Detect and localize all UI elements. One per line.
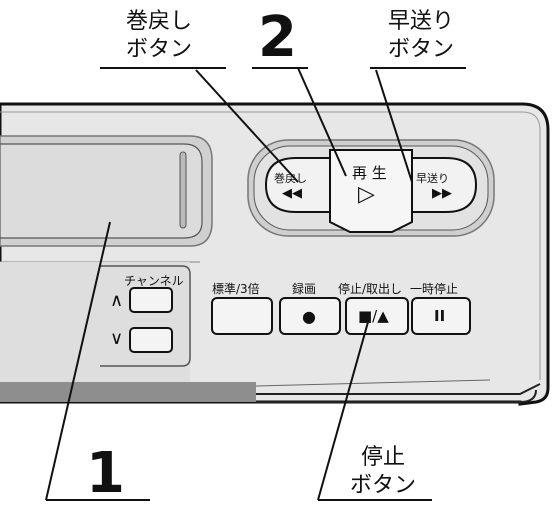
ff-callout-line2: ボタン <box>387 37 454 62</box>
stop-eject-icon: ■/▲ <box>358 307 389 325</box>
callout-number-2: 2 <box>258 5 297 70</box>
rewind-button[interactable]: 巻戻し ◀◀ <box>266 158 330 212</box>
rewind-callout-line1: 巻戻し <box>125 9 192 34</box>
channel-down-button[interactable] <box>130 328 172 352</box>
channel-down-shape <box>129 327 173 353</box>
rewind-icon: ◀◀ <box>282 186 302 201</box>
ff-callout-line1: 早送り <box>387 9 454 34</box>
ff-callout: 早送り ボタン <box>366 8 476 64</box>
rewind-button-label: 巻戻し <box>274 172 307 185</box>
bottom-strip <box>0 382 256 402</box>
chevron-up-icon: ∧ <box>110 290 124 311</box>
record-button-shape <box>279 297 341 335</box>
rewind-callout: 巻戻し ボタン <box>104 8 214 64</box>
speed-label: 標準/3倍 <box>212 282 260 296</box>
record-button[interactable]: ● <box>280 298 340 334</box>
callout-number-1: 1 <box>86 441 125 506</box>
pause-button[interactable]: II <box>412 298 470 334</box>
pause-icon: II <box>434 307 446 325</box>
speed-button[interactable] <box>212 298 272 334</box>
play-icon: ▷ <box>358 182 375 207</box>
ff-button-shape <box>411 157 478 213</box>
callout-lines <box>45 67 466 501</box>
stop-eject-button[interactable]: ■/▲ <box>346 298 408 334</box>
channel-label: チャンネル <box>124 274 184 288</box>
channel-panel-frame <box>100 265 191 367</box>
play-button-shape <box>329 149 413 233</box>
record-icon: ● <box>302 307 316 326</box>
speed-button-shape <box>211 297 273 335</box>
fast-forward-button[interactable]: 早送り ▶▶ <box>412 158 476 212</box>
play-button-label: 再 生 <box>352 164 387 182</box>
chevron-down-icon: ∨ <box>110 328 124 349</box>
channel-up-button[interactable] <box>130 288 172 312</box>
record-label: 録画 <box>292 282 317 296</box>
rewind-callout-line2: ボタン <box>125 37 192 62</box>
stop-button-shape <box>345 297 409 335</box>
pause-label: 一時停止 <box>410 282 459 296</box>
channel-up-shape <box>129 287 173 313</box>
stop-eject-label: 停止/取出し <box>338 282 403 296</box>
ff-button-label: 早送り <box>416 172 449 185</box>
stop-callout-line2: ボタン <box>349 473 416 498</box>
pause-button-shape <box>411 297 471 335</box>
play-button[interactable]: 再 生 ▷ <box>330 150 412 232</box>
fast-forward-icon: ▶▶ <box>432 186 452 201</box>
stop-callout-line1: 停止 <box>360 445 405 470</box>
stop-callout: 停止 ボタン <box>338 444 428 500</box>
